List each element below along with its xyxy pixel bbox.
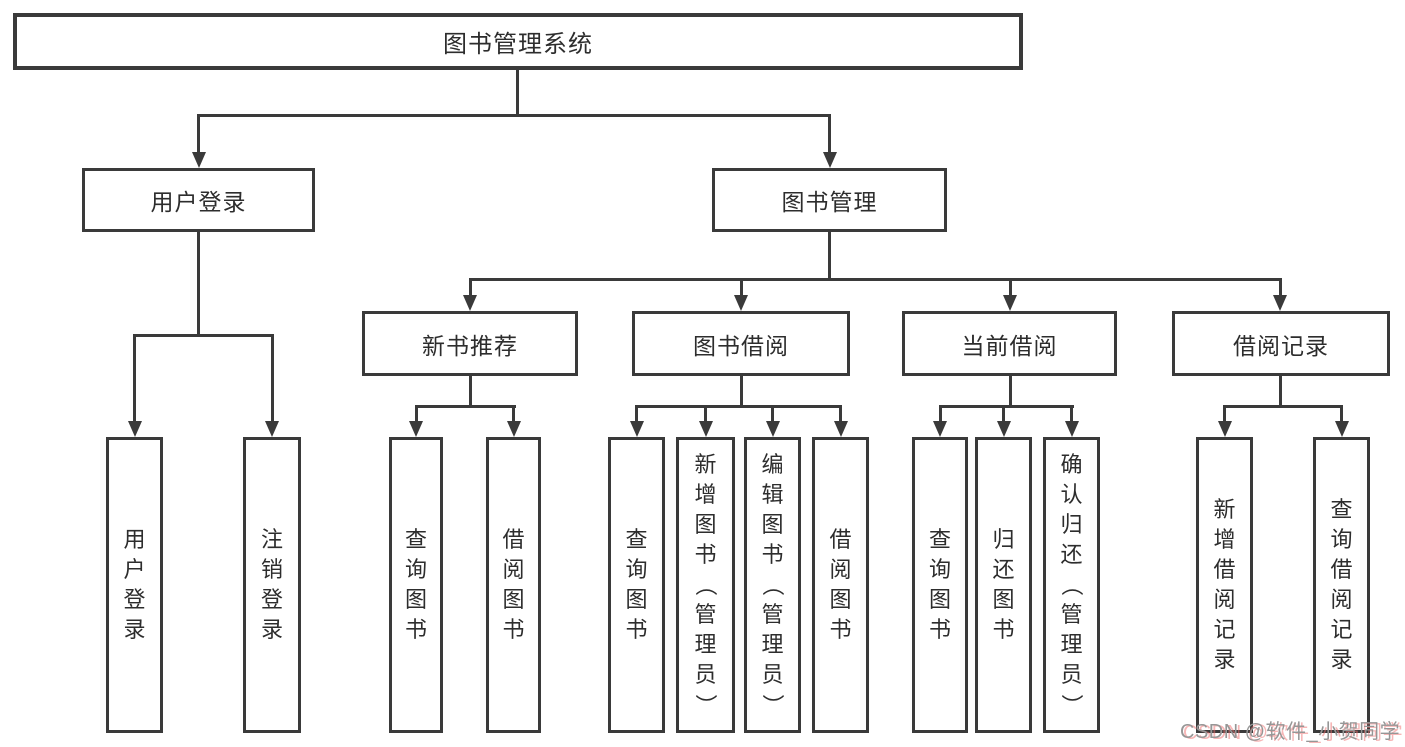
node-label: 图书管理系统 (443, 31, 593, 58)
arrow-down-icon (933, 421, 947, 437)
node-label: 借阅记录 (1233, 332, 1329, 359)
arrow-down-icon (698, 421, 713, 437)
connector-line (1008, 376, 1012, 406)
node-new-book-recommendation: 新书推荐 (362, 311, 578, 376)
connector-line (1070, 405, 1073, 421)
connector-line (516, 70, 519, 117)
leaf-borrow-books-recommend: 借阅图书 (486, 437, 541, 733)
connector-line (414, 405, 418, 421)
connector-line (197, 232, 200, 337)
connector-line (828, 114, 831, 152)
arrow-down-icon (765, 421, 780, 437)
connector-line (739, 278, 743, 295)
arrow-down-icon (734, 295, 748, 311)
connector-line (635, 405, 842, 408)
leaf-return-books: 归还图书 (975, 437, 1032, 733)
arrow-down-icon (996, 421, 1011, 437)
leaf-user-login: 用户登录 (106, 437, 163, 733)
node-book-management: 图书管理 (712, 168, 947, 232)
node-borrowing-records: 借阅记录 (1172, 311, 1390, 376)
connector-line (1002, 405, 1005, 421)
connector-line (1278, 376, 1282, 406)
connector-line (1223, 405, 1226, 421)
connector-line (771, 405, 774, 421)
arrow-down-icon (1003, 295, 1017, 311)
connector-line (839, 405, 842, 421)
connector-line (468, 278, 1282, 281)
arrow-down-icon (463, 295, 477, 311)
node-current-borrowing: 当前借阅 (902, 311, 1117, 376)
connector-line (938, 405, 1074, 408)
connector-line (197, 114, 831, 117)
leaf-add-borrow-record: 新增借阅记录 (1196, 437, 1253, 733)
node-user-login: 用户登录 (82, 168, 315, 232)
node-label: 图书管理 (781, 189, 878, 215)
connector-line (133, 334, 274, 337)
leaf-confirm-return-admin: 确认归还（管理员） (1043, 437, 1100, 733)
connector-line (512, 405, 515, 421)
leaf-query-books-borrow: 查询图书 (608, 437, 665, 733)
connector-line (739, 376, 743, 406)
connector-line (414, 405, 516, 408)
arrow-down-icon (127, 421, 142, 437)
leaf-query-books-current: 查询图书 (912, 437, 968, 733)
arrow-down-icon (1064, 421, 1079, 437)
node-book-borrowing: 图书借阅 (632, 311, 850, 376)
arrow-down-icon (629, 421, 644, 437)
leaf-edit-books-admin: 编辑图书（管理员） (744, 437, 801, 733)
connector-line (1223, 405, 1343, 408)
connector-line (938, 405, 942, 421)
connector-line (468, 278, 472, 295)
connector-line (704, 405, 707, 421)
arrow-down-icon (1273, 295, 1287, 311)
node-label: 用户登录 (150, 189, 247, 215)
node-label: 新书推荐 (422, 332, 518, 359)
arrow-down-icon (506, 421, 521, 437)
leaf-add-books-admin: 新增图书（管理员） (676, 437, 735, 733)
arrow-down-icon (409, 421, 423, 437)
connector-line (1008, 278, 1012, 295)
arrow-down-icon (1334, 421, 1349, 437)
csdn-watermark: CSDN @软件_小贺同学 (1180, 721, 1401, 743)
arrow-down-icon (833, 421, 848, 437)
leaf-query-books-recommend: 查询图书 (389, 437, 443, 733)
connector-line (197, 114, 200, 152)
connector-line (635, 405, 638, 421)
connector-line (468, 376, 472, 406)
leaf-logout: 注销登录 (243, 437, 301, 733)
arrow-down-icon (822, 152, 837, 168)
leaf-borrow-books: 借阅图书 (812, 437, 869, 733)
arrow-down-icon (191, 152, 206, 168)
connector-line (270, 334, 274, 421)
leaf-query-borrow-record: 查询借阅记录 (1313, 437, 1370, 733)
node-label: 当前借阅 (961, 332, 1058, 359)
arrow-down-icon (1217, 421, 1232, 437)
connector-line (133, 334, 136, 421)
connector-line (828, 232, 831, 281)
connector-line (1278, 278, 1282, 295)
node-label: 图书借阅 (693, 332, 789, 359)
connector-line (1340, 405, 1343, 421)
node-root-system: 图书管理系统 (13, 13, 1023, 70)
arrow-down-icon (265, 421, 279, 437)
